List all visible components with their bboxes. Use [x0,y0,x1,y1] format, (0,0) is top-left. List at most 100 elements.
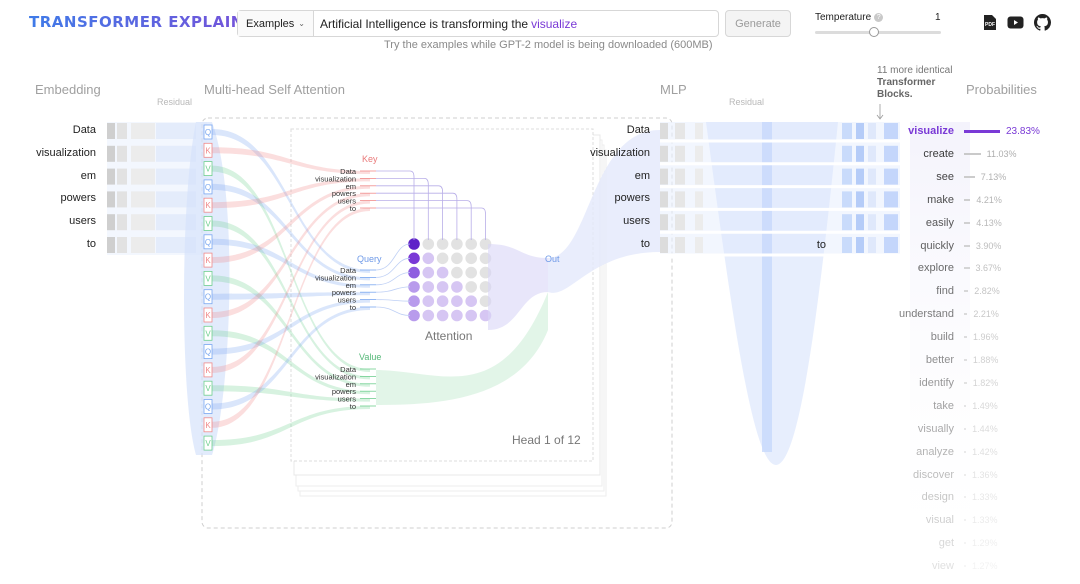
mlp-token[interactable]: powers [614,192,650,205]
generate-button[interactable]: Generate [725,10,791,37]
attention-cell[interactable] [422,252,435,265]
temperature-slider[interactable] [815,27,941,37]
attention-cell[interactable] [465,266,478,279]
attention-cell[interactable] [465,238,478,250]
attention-matrix[interactable] [408,238,492,322]
embedding-token[interactable]: to [86,238,96,250]
attention-title[interactable]: Multi-head Self Attention [204,82,345,97]
embedding-token[interactable]: users [69,215,96,228]
attention-cell[interactable] [451,266,463,279]
probability-bar [964,336,967,339]
attention-cell[interactable] [465,281,478,293]
attention-cell[interactable] [479,295,492,308]
temperature-slider-thumb[interactable] [869,27,880,37]
embedding-token[interactable]: em [80,169,96,182]
mlp-cell [660,145,668,162]
head-stack [290,128,607,497]
more-blocks-line2: Transformer [877,77,936,88]
attention-cell[interactable] [451,281,463,293]
mlp-title[interactable]: MLP [660,82,687,97]
attention-cell[interactable] [451,238,463,250]
embed-cell [131,214,155,231]
attention-cell[interactable] [436,238,449,250]
prompt-input[interactable]: Artificial Intelligence is transforming … [314,11,718,36]
attention-cell[interactable] [479,266,492,279]
attention-cell[interactable] [465,309,478,322]
embedding-token[interactable]: powers [60,192,96,205]
mlp-token[interactable]: Data [626,124,650,136]
pdf-icon[interactable]: PDF [981,14,998,31]
qkv-band-q [212,299,370,355]
attention-cell[interactable] [436,295,449,308]
embed-cell [107,237,115,253]
key-label: Key [362,154,378,164]
probabilities-title[interactable]: Probabilities [966,82,1037,97]
attention-cell[interactable] [436,281,449,293]
mlp-expand [706,122,838,465]
attention-cell[interactable] [422,309,435,322]
attention-cell[interactable] [451,309,463,322]
attention-cell[interactable] [408,281,420,293]
youtube-icon[interactable] [1007,14,1024,31]
key-to-matrix-line [376,178,429,240]
attention-cell[interactable] [408,309,420,322]
attention-cell[interactable] [479,309,492,322]
mlp-cell [675,191,685,208]
attention-cell[interactable] [422,238,435,250]
value-token-label: powers [332,387,356,396]
app-logo[interactable]: Transformer Explainer [29,13,267,31]
key-to-matrix-line [376,170,415,240]
attention-cell[interactable] [451,252,463,265]
mlp-token[interactable]: visualization [590,146,650,159]
attention-cell[interactable] [422,266,435,279]
examples-dropdown[interactable]: Examples ⌄ [238,11,314,36]
attention-cell[interactable] [479,252,492,265]
final-token[interactable]: to [816,239,826,251]
attention-cell[interactable] [408,295,420,308]
attention-cell[interactable] [465,252,478,265]
github-icon[interactable] [1034,14,1051,31]
attention-cell[interactable] [479,281,492,293]
attention-cell[interactable] [436,309,449,322]
attention-cell[interactable] [408,238,420,250]
attention-cell[interactable] [436,252,449,265]
attention-cell[interactable] [408,266,420,279]
mlp-block[interactable] [660,104,900,465]
info-icon[interactable]: ? [874,13,884,22]
mlp-token[interactable]: to [640,238,650,250]
mlp-token[interactable]: em [634,169,650,182]
attention-cell[interactable] [422,281,435,293]
embedding-token[interactable]: visualization [36,146,96,159]
attention-cell[interactable] [422,295,435,308]
embedding-token[interactable]: Data [72,124,96,136]
attention-cell[interactable] [479,238,492,250]
embedding-title[interactable]: Embedding [35,82,101,97]
attention-label: Attention [425,329,472,343]
attention-cell[interactable] [465,295,478,308]
qkv-letter: V [205,439,211,448]
mlp-token[interactable]: users [623,215,650,228]
attention-cell[interactable] [408,252,420,265]
attention-cell[interactable] [451,295,463,308]
attention-cell[interactable] [436,266,449,279]
